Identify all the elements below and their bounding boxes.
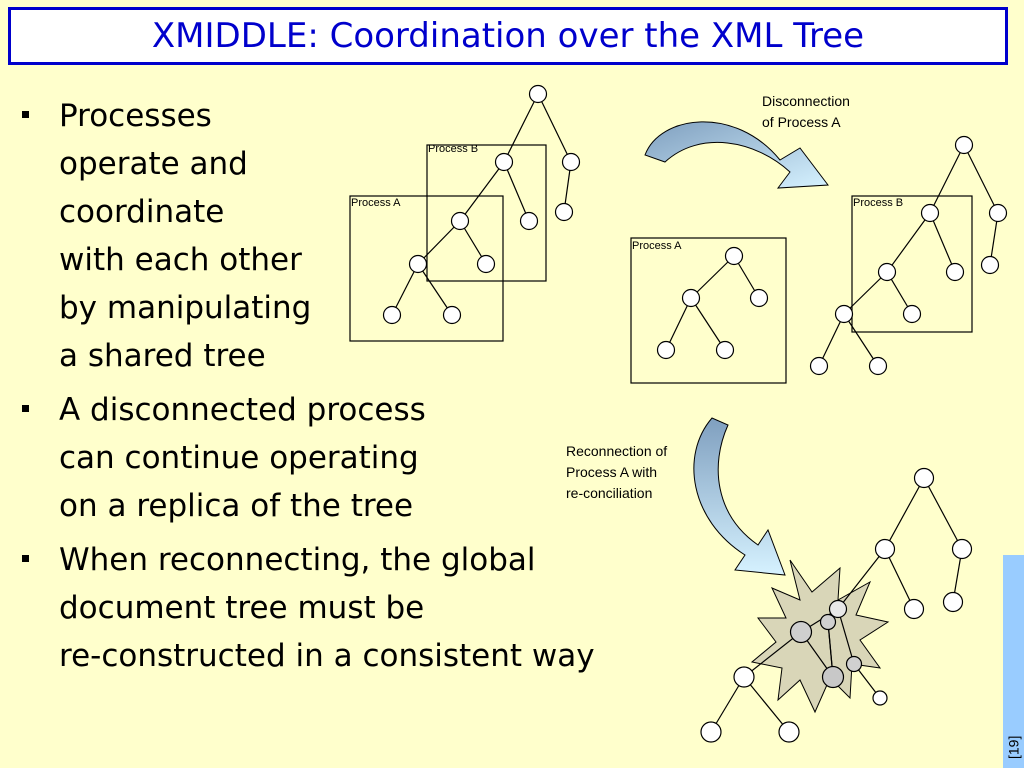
bullet-line: with each other	[59, 242, 302, 278]
bullet-marker-icon	[22, 111, 29, 118]
tree-node	[778, 721, 800, 743]
tree-node	[733, 666, 755, 688]
tree-node	[845, 655, 863, 673]
bullet-item: A disconnected process can continue oper…	[18, 386, 595, 530]
tree-node	[819, 613, 837, 631]
tree-node	[476, 254, 496, 274]
tree-node	[789, 620, 813, 644]
tree-node	[821, 665, 845, 689]
disconnection-arrow-icon	[644, 121, 829, 189]
tree-node	[656, 340, 676, 360]
tree-node	[951, 538, 973, 560]
conflict-burst-icon	[750, 559, 890, 714]
tree-node	[902, 304, 922, 324]
process-a-box-left	[349, 195, 504, 342]
reconnection-label-line: Process A with	[566, 464, 658, 480]
bullet-line: a shared tree	[59, 338, 266, 374]
reconnection-label: Reconnection of Process A with re-concil…	[566, 441, 667, 504]
left-tree-nodes	[382, 84, 581, 325]
tree-node	[872, 690, 888, 706]
bullet-item: When reconnecting, the global document t…	[18, 536, 595, 680]
tree-node	[980, 255, 1000, 275]
tree-node	[874, 538, 896, 560]
tree-node	[877, 262, 897, 282]
disconnection-label-line: of Process A	[762, 114, 841, 130]
right-tree	[818, 144, 999, 367]
tree-node	[903, 598, 925, 620]
tree-node	[519, 211, 539, 231]
tree-node	[834, 304, 854, 324]
page-number-bar	[1003, 555, 1024, 768]
tree-node	[749, 288, 769, 308]
tree-node	[528, 84, 548, 104]
bullet-line: Processes	[59, 98, 212, 134]
tree-node	[809, 356, 829, 376]
tree-node	[954, 135, 974, 155]
tree-node	[942, 591, 964, 613]
disconnection-label: Disconnection of Process A	[762, 91, 850, 133]
process-b-label-left: Process B	[428, 143, 479, 155]
tree-node	[700, 721, 722, 743]
replica-tree	[630, 237, 787, 384]
bullet-line: re-constructed in a consistent way	[59, 638, 595, 674]
bullet-line: can continue operating	[59, 440, 419, 476]
bullet-line: operate and	[59, 146, 248, 182]
reconnection-label-line: Reconnection of	[566, 443, 668, 459]
tree-node	[868, 356, 888, 376]
tree-node	[442, 305, 462, 325]
bullet-marker-icon	[22, 555, 29, 562]
reconnection-label-line: re-conciliation	[566, 485, 653, 501]
reconnection-arrow-icon	[693, 417, 786, 576]
bullet-line: by manipulating	[59, 290, 312, 326]
tree-node	[715, 340, 735, 360]
bullet-line: coordinate	[59, 194, 225, 230]
bullet-marker-icon	[22, 405, 29, 412]
tree-node	[408, 254, 428, 274]
bullet-line: on a replica of the tree	[59, 488, 414, 524]
slide-title: XMIDDLE: Coordination over the XML Tree	[151, 16, 865, 56]
title-box: XMIDDLE: Coordination over the XML Tree	[8, 7, 1008, 65]
tree-node	[554, 202, 574, 222]
tree-node	[724, 246, 744, 266]
tree-node	[988, 203, 1008, 223]
bullet-list: Processes operate and coordinate with ea…	[18, 92, 595, 686]
reconciled-tree-nodes	[700, 467, 973, 743]
tree-node	[494, 152, 514, 172]
process-a-label-replica: Process A	[632, 240, 682, 252]
process-b-label-right: Process B	[853, 197, 904, 209]
tree-node	[913, 467, 935, 489]
bullet-line: When reconnecting, the global	[59, 542, 536, 578]
bullet-item: Processes operate and coordinate with ea…	[18, 92, 595, 380]
tree-node	[561, 152, 581, 172]
left-tree	[349, 93, 572, 342]
bullet-line: A disconnected process	[59, 392, 426, 428]
tree-node	[945, 262, 965, 282]
right-tree-nodes	[809, 135, 1008, 376]
process-b-box-left	[426, 144, 547, 282]
tree-node	[450, 211, 470, 231]
page-number: [19]	[1005, 735, 1022, 759]
bullet-line: document tree must be	[59, 590, 425, 626]
process-a-label-left: Process A	[351, 197, 401, 209]
disconnection-label-line: Disconnection	[762, 93, 850, 109]
tree-node	[920, 203, 940, 223]
process-a-box-replica	[630, 237, 787, 384]
replica-tree-nodes	[656, 246, 769, 360]
process-b-box-right	[851, 195, 973, 333]
tree-node	[828, 599, 848, 619]
tree-node	[382, 305, 402, 325]
tree-node	[681, 288, 701, 308]
